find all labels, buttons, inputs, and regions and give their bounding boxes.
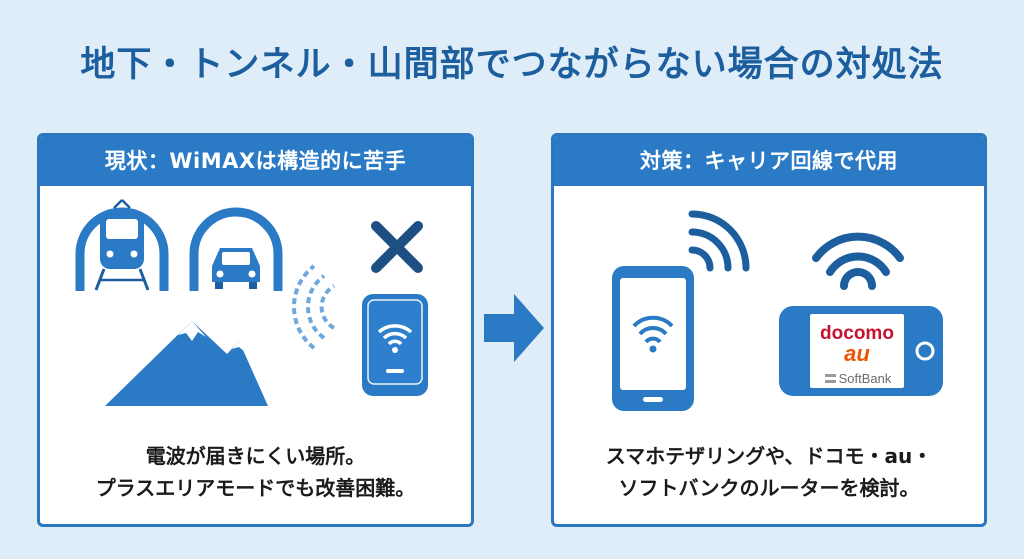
cross-icon (371, 221, 423, 273)
countermeasure-caption: スマホテザリングや、ドコモ・au・ ソフトバンクのルーターを検討。 (554, 440, 984, 504)
current-status-caption-line1: 電波が届きにくい場所。 (145, 444, 366, 468)
countermeasure-illustration (612, 210, 943, 411)
docomo-logo: docomo (820, 323, 894, 344)
car-tunnel-icon (189, 207, 283, 291)
softbank-logo: SoftBank (813, 369, 903, 387)
current-status-illustration (75, 199, 428, 406)
page-title: 地下・トンネル・山間部でつながらない場合の対処法 (80, 45, 944, 85)
current-status-caption-line2: プラスエリアモードでも改善困難。 (95, 476, 416, 500)
countermeasure-caption-line2: ソフトバンクのルーターを検討。 (618, 476, 920, 500)
countermeasure-header: 対策：キャリア回線で代用 (554, 136, 984, 186)
weak-signal-icon (291, 264, 336, 350)
countermeasure-panel: 対策：キャリア回線で代用 do (551, 133, 987, 527)
wifi-signal-icon (688, 210, 750, 272)
wimax-router-icon (362, 294, 428, 396)
current-status-caption: 電波が届きにくい場所。 プラスエリアモードでも改善困難。 (40, 440, 471, 504)
softbank-mark-icon (824, 373, 836, 383)
countermeasure-caption-line1: スマホテザリングや、ドコモ・au・ (605, 444, 933, 468)
carrier-router-icon (779, 306, 943, 396)
train-tunnel-icon (75, 199, 169, 291)
smartphone-icon (612, 266, 694, 411)
arrow-right-icon (484, 294, 544, 362)
router-wifi-signal-icon (812, 232, 904, 290)
current-status-panel: 現状：WiMAXは構造的に苦手 (37, 133, 474, 527)
au-logo: au (844, 341, 870, 366)
current-status-header: 現状：WiMAXは構造的に苦手 (40, 136, 471, 186)
mountain-icon (105, 321, 268, 406)
softbank-label: SoftBank (838, 370, 892, 386)
